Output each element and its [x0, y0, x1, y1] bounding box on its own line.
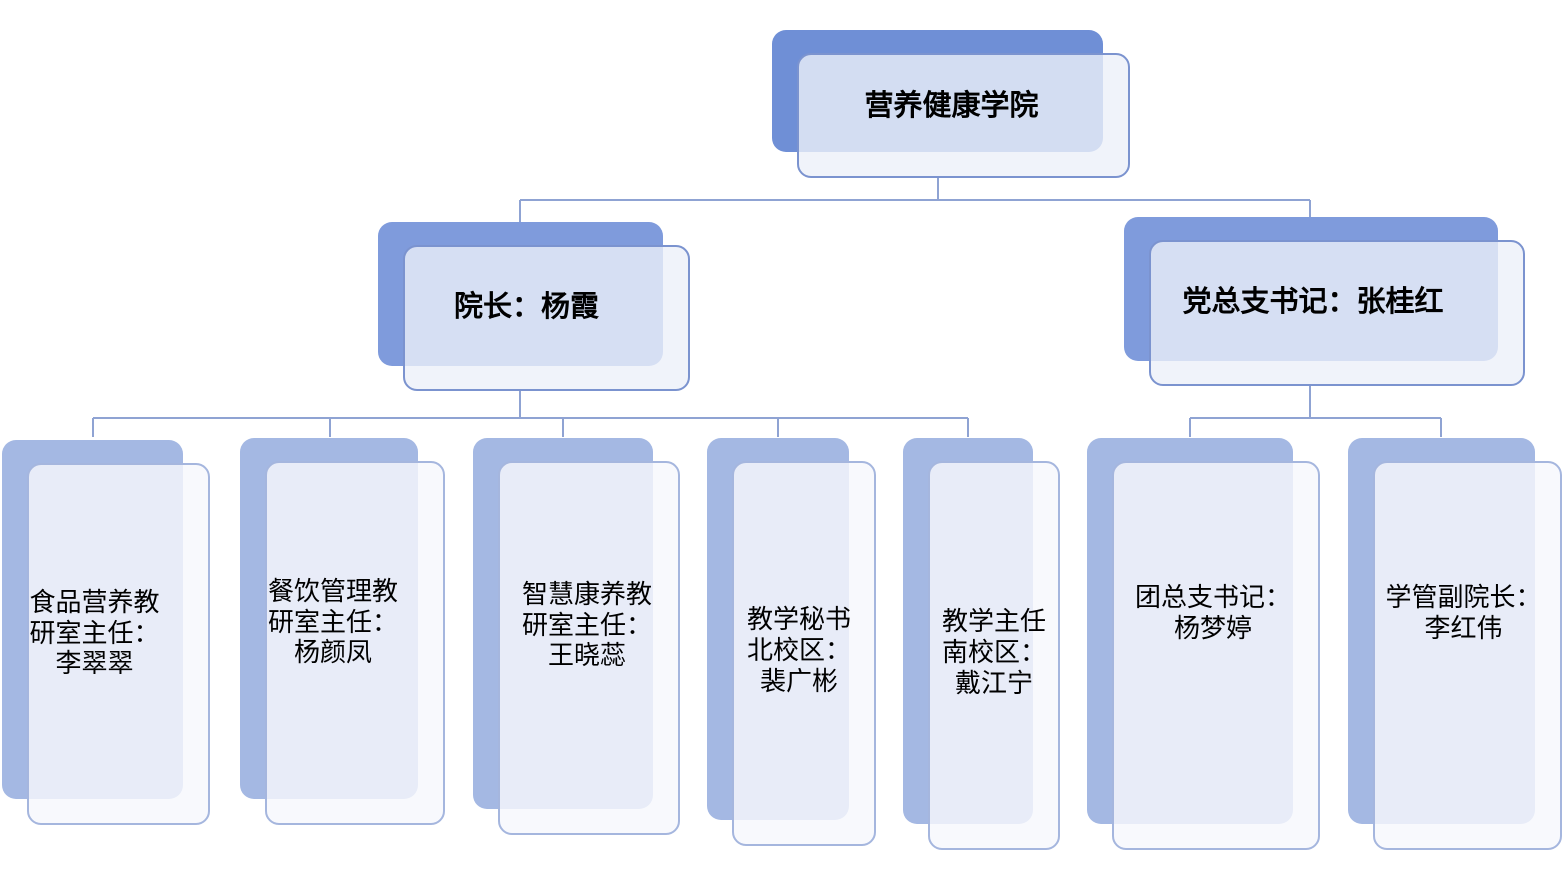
node-card: 教学秘书 北校区： 裴广彬	[732, 461, 876, 846]
node-label: 院长：杨霞	[453, 288, 599, 323]
node-label: 餐饮管理教 研室主任： 杨颜凤	[267, 576, 398, 669]
node-card: 餐饮管理教 研室主任： 杨颜凤	[265, 461, 445, 825]
node-card: 教学主任 南校区： 戴江宁	[928, 461, 1060, 850]
connector-party-secretary	[1189, 386, 1442, 437]
node-card: 营养健康学院	[797, 53, 1130, 178]
node-label: 学管副院长： 李红伟	[1385, 582, 1542, 644]
node-label: 教学主任 南校区： 戴江宁	[941, 607, 1046, 699]
node-card: 院长：杨霞	[403, 245, 690, 391]
node-label: 营养健康学院	[864, 88, 1039, 123]
node-label: 智慧康养教 研室主任： 王晓蕊	[521, 579, 652, 672]
node-card: 团总支书记： 杨梦婷	[1112, 461, 1320, 850]
connector-dean	[92, 391, 969, 437]
node-card: 党总支书记：张桂红	[1149, 240, 1525, 386]
node-label: 食品营养教 研室主任： 李翠翠	[29, 587, 160, 680]
node-label: 党总支书记：张桂红	[1182, 283, 1444, 318]
node-card: 食品营养教 研室主任： 李翠翠	[27, 463, 210, 825]
node-card: 学管副院长： 李红伟	[1373, 461, 1562, 850]
node-card: 智慧康养教 研室主任： 王晓蕊	[498, 461, 680, 835]
node-label: 团总支书记： 杨梦婷	[1134, 582, 1291, 644]
node-label: 教学秘书 北校区： 裴广彬	[746, 605, 851, 697]
connector-root	[519, 178, 1311, 222]
